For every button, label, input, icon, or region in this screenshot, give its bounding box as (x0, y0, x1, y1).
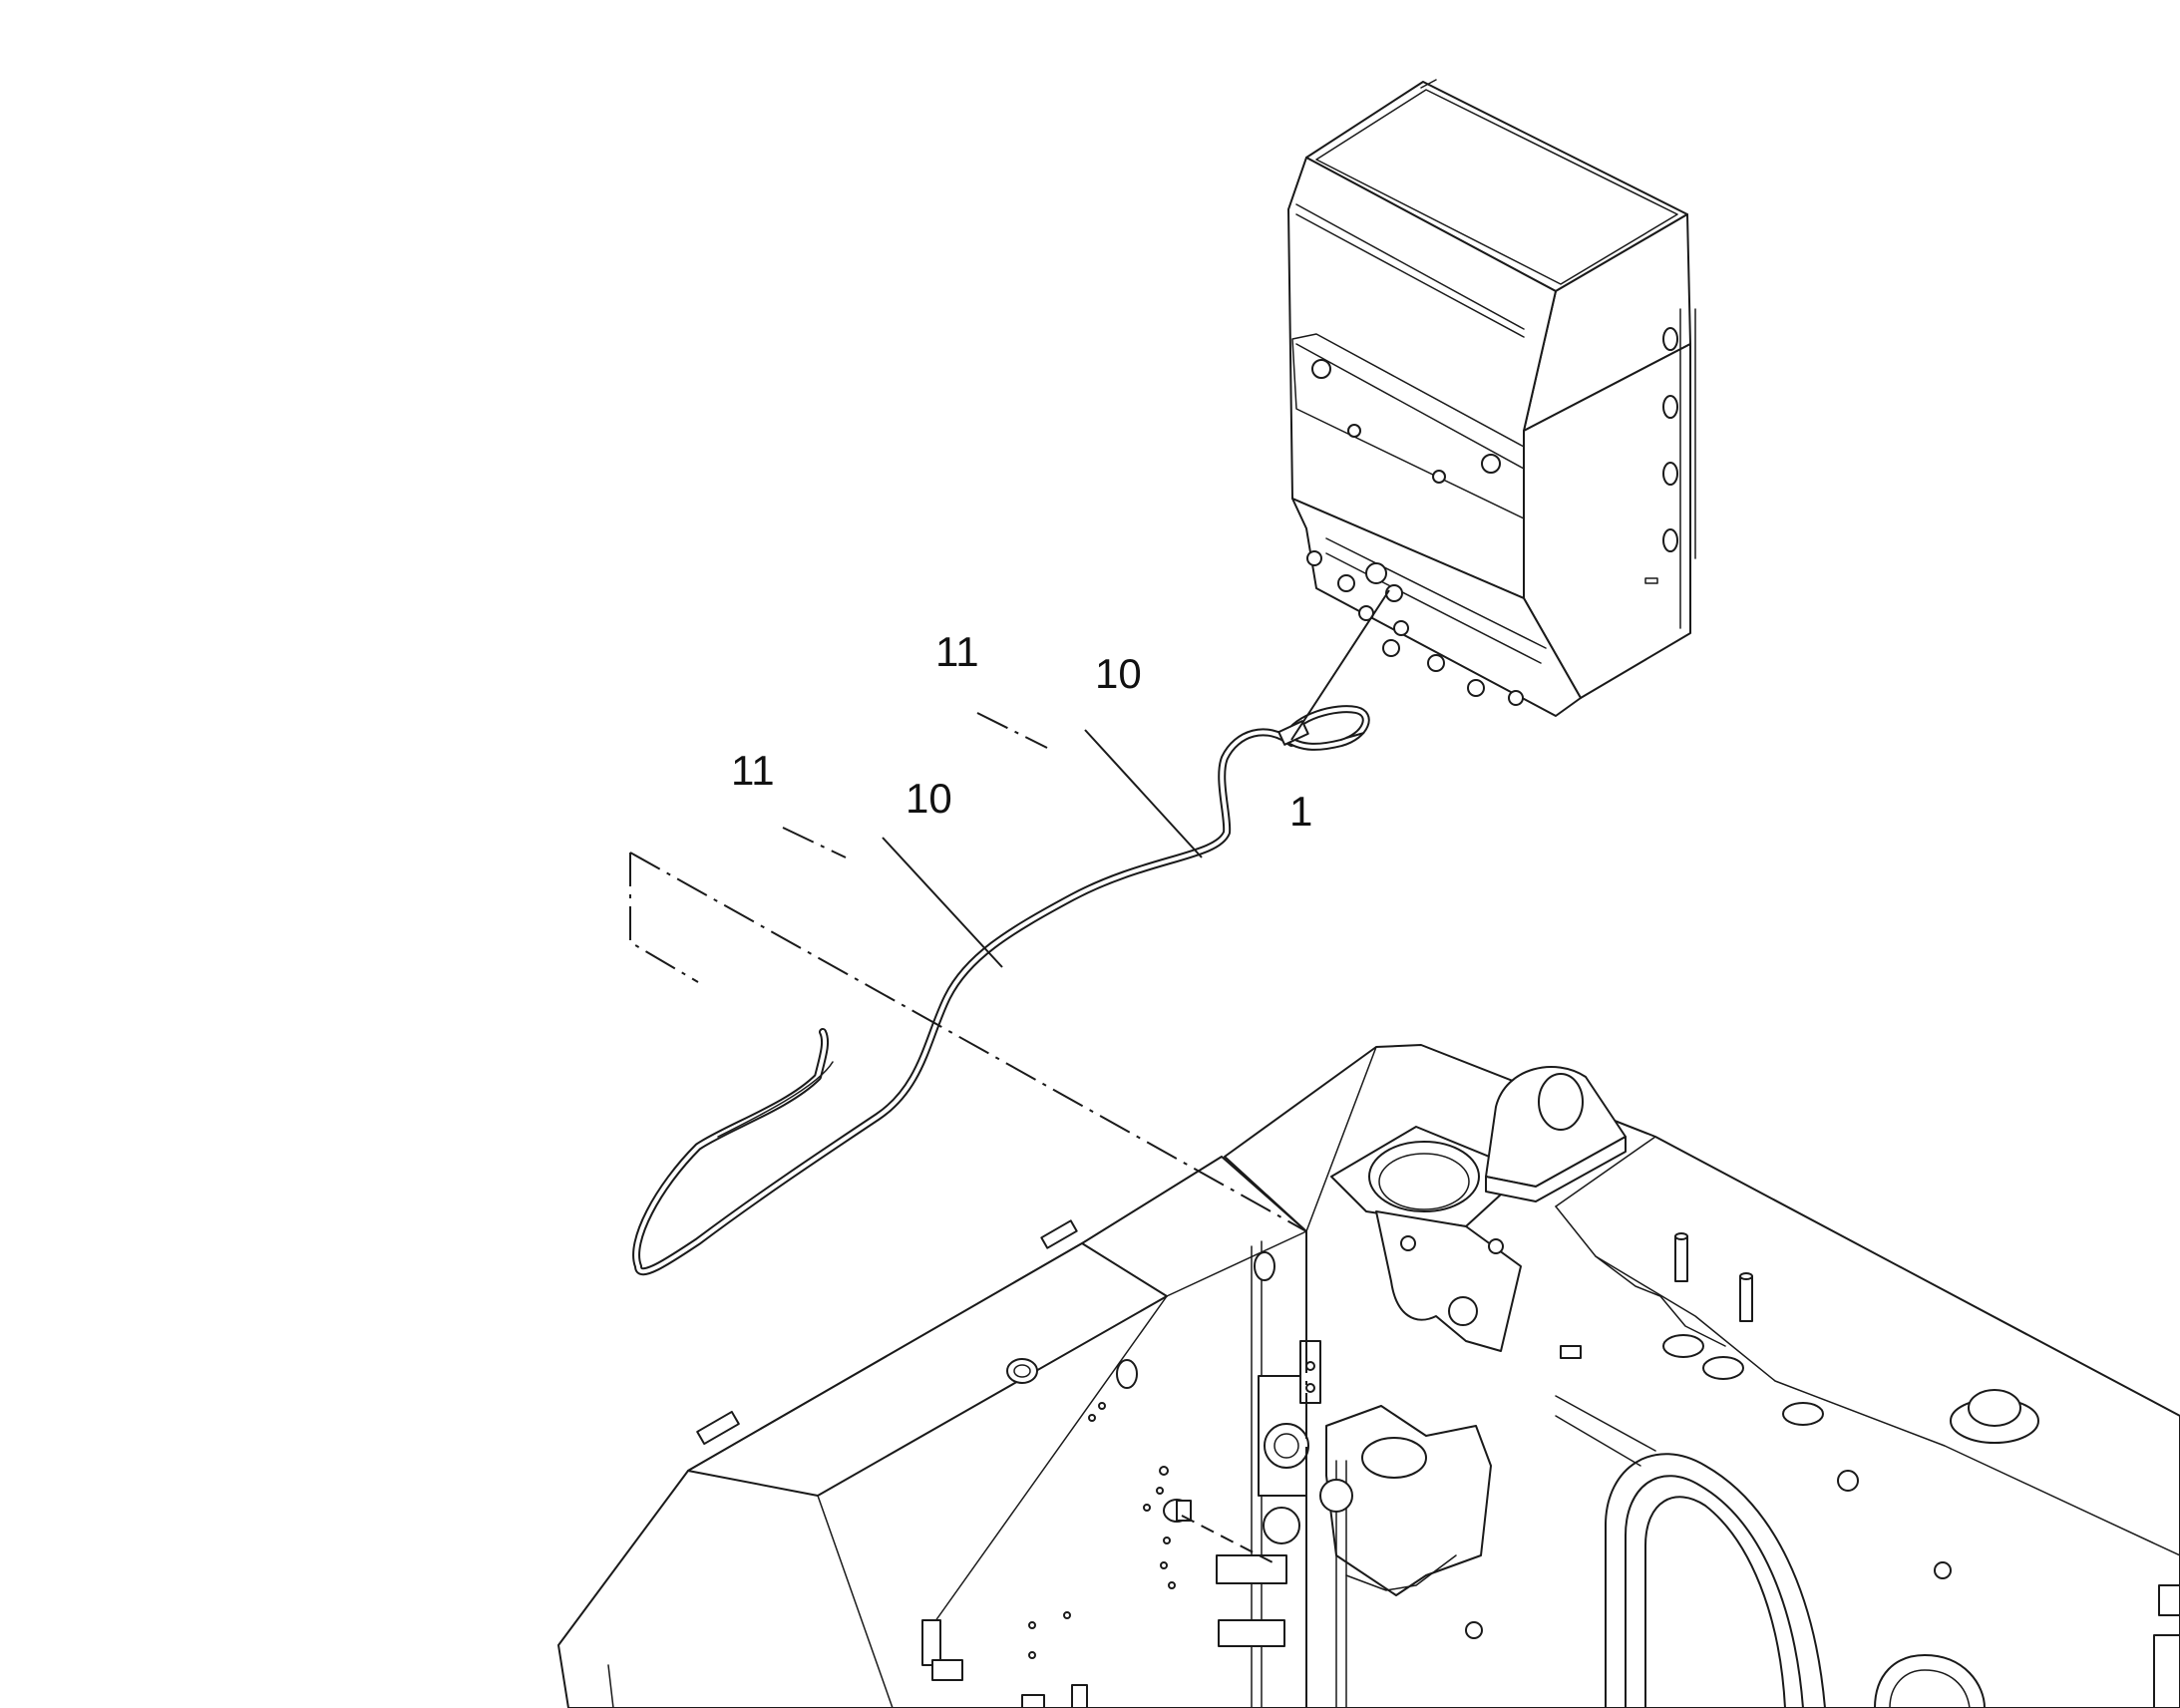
callout-item-1: 1 (1289, 788, 1312, 835)
leader-item-1 (1290, 589, 1390, 741)
leader-screw-lower (782, 827, 847, 858)
callout-clamp-lower: 10 (906, 775, 952, 822)
callout-screw-lower: 11 (731, 747, 775, 794)
side-cover-panel (557, 1156, 1321, 1708)
leader-clamp-upper (1084, 729, 1203, 858)
callout-labels: 1 10 11 10 11 (731, 628, 1312, 835)
machine-frame (1224, 1044, 2180, 1708)
callout-clamp-upper: 10 (1095, 650, 1142, 697)
leader-clamp-lower (882, 837, 1003, 968)
callout-screw-upper: 11 (935, 628, 979, 675)
phantom-lines (629, 732, 1365, 1575)
leader-screw-upper (976, 712, 1048, 749)
leader-lines (782, 589, 1390, 968)
control-box-enclosure (1287, 79, 1696, 717)
